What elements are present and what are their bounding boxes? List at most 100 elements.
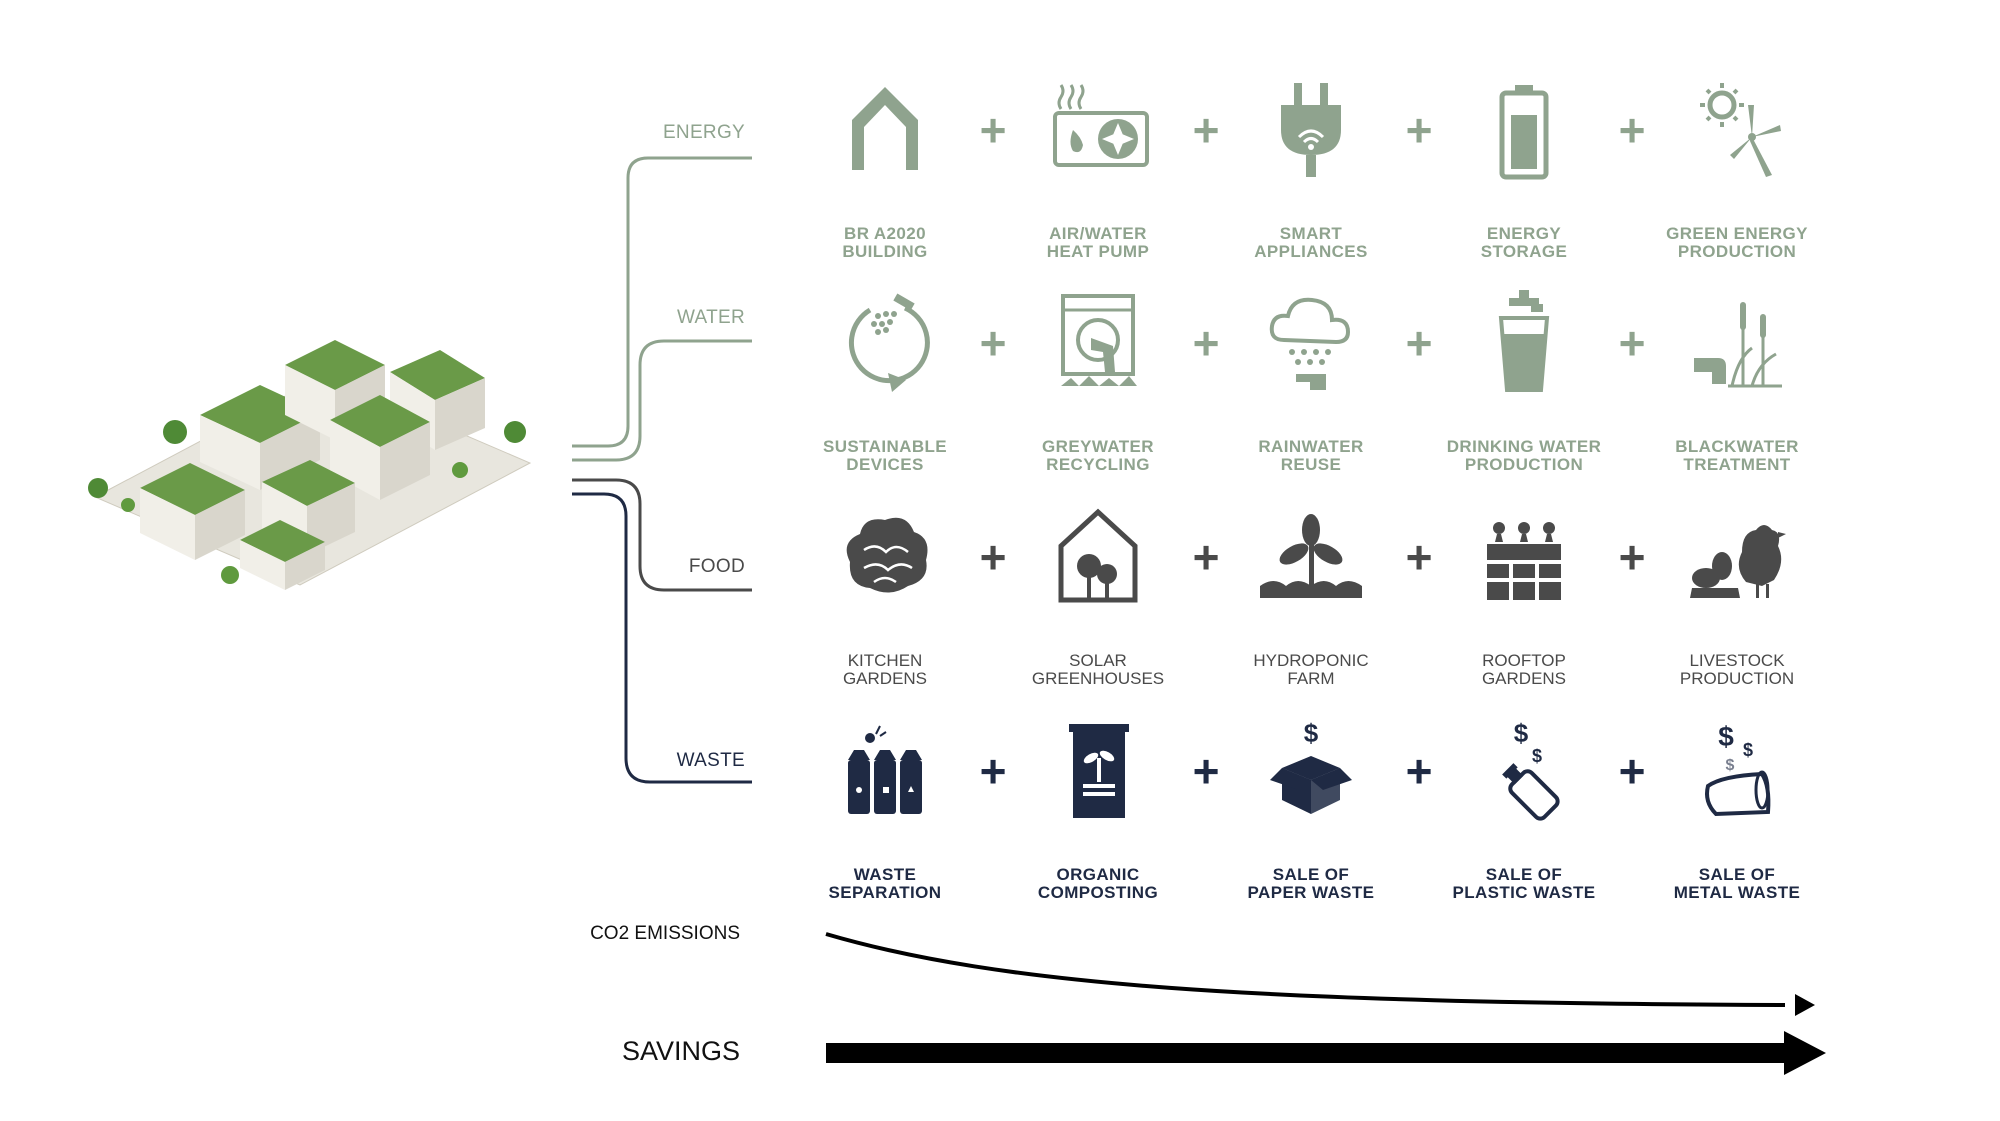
item-caption: SALE OF PLASTIC WASTE xyxy=(1452,865,1596,902)
co2-emissions-label: CO2 EMISSIONS xyxy=(590,923,740,944)
item-energy-2: SMART APPLIANCES xyxy=(1191,75,1431,261)
building-block xyxy=(262,460,355,555)
plus-icon: + xyxy=(979,104,1007,156)
item-water-1: GREYWATER RECYCLING xyxy=(978,288,1218,474)
category-label-waste: WASTE xyxy=(676,750,745,771)
metal-can-icon: $ $ $ xyxy=(1617,716,1857,826)
item-caption: SOLAR GREENHOUSES xyxy=(1031,651,1165,688)
greenhouse-icon xyxy=(978,502,1218,612)
item-caption: HYDROPONIC FARM xyxy=(1253,651,1369,688)
item-caption: ENERGY STORAGE xyxy=(1480,224,1568,261)
plus-icon: + xyxy=(979,745,1007,797)
item-waste-0: WASTE SEPARATION xyxy=(765,716,1005,902)
cardboard-box-icon: $ xyxy=(1191,716,1431,826)
connector-food xyxy=(572,478,752,592)
plus-icon: + xyxy=(1192,317,1220,369)
item-energy-1: AIR/WATER HEAT PUMP xyxy=(978,75,1218,261)
item-waste-2: $ SALE OF PAPER WASTE xyxy=(1191,716,1431,902)
item-water-4: BLACKWATER TREATMENT xyxy=(1617,288,1857,474)
connector-energy xyxy=(572,156,752,448)
water-glass-tap-icon xyxy=(1404,288,1644,398)
item-food-3: ROOFTOP GARDENS xyxy=(1404,502,1644,688)
building-block xyxy=(330,395,430,500)
plus-icon: + xyxy=(1618,104,1646,156)
item-caption: GREYWATER RECYCLING xyxy=(1042,437,1154,474)
plus-icon: + xyxy=(979,531,1007,583)
category-label-food: FOOD xyxy=(688,556,745,577)
compost-bin-icon xyxy=(978,716,1218,826)
plus-icon: + xyxy=(1618,317,1646,369)
item-energy-4: GREEN ENERGY PRODUCTION xyxy=(1617,75,1857,261)
rooftop-planters-icon xyxy=(1404,502,1644,612)
plus-icon: + xyxy=(1405,531,1433,583)
washing-machine-icon xyxy=(978,288,1218,398)
hen-plants-icon xyxy=(1617,502,1857,612)
plus-icon: + xyxy=(1192,745,1220,797)
item-waste-1: ORGANIC COMPOSTING xyxy=(978,716,1218,902)
plus-icon: + xyxy=(1618,745,1646,797)
plus-icon: + xyxy=(1192,104,1220,156)
item-caption: ORGANIC COMPOSTING xyxy=(1037,865,1159,902)
svg-text:$: $ xyxy=(1718,721,1734,752)
plant-water-icon xyxy=(1191,502,1431,612)
item-food-2: HYDROPONIC FARM xyxy=(1191,502,1431,688)
isometric-green-roof-neighborhood-icon xyxy=(88,340,532,590)
item-caption: SUSTAINABLE DEVICES xyxy=(822,437,948,474)
co2-curve-arrow xyxy=(825,932,1815,1016)
sun-wind-turbine-icon xyxy=(1617,75,1857,185)
item-caption: SALE OF METAL WASTE xyxy=(1673,865,1801,902)
savings-label: SAVINGS xyxy=(621,1036,740,1066)
plus-icon: + xyxy=(1405,317,1433,369)
item-caption: SALE OF PAPER WASTE xyxy=(1247,865,1375,902)
heat-pump-icon xyxy=(978,75,1218,185)
shower-recycle-icon xyxy=(765,288,1005,398)
item-caption: LIVESTOCK PRODUCTION xyxy=(1679,651,1795,688)
battery-icon xyxy=(1404,75,1644,185)
plus-icon: + xyxy=(1192,531,1220,583)
svg-text:$: $ xyxy=(1743,740,1753,760)
item-water-0: SUSTAINABLE DEVICES xyxy=(765,288,1005,474)
building-block xyxy=(140,463,245,560)
connector-water xyxy=(572,339,752,462)
plastic-bottle-icon: $$ xyxy=(1404,716,1644,826)
plus-icon: + xyxy=(979,317,1007,369)
plus-icon: + xyxy=(1618,531,1646,583)
item-water-2: RAINWATER REUSE xyxy=(1191,288,1431,474)
item-caption: KITCHEN GARDENS xyxy=(842,651,928,688)
item-caption: GREEN ENERGY PRODUCTION xyxy=(1666,224,1808,261)
item-caption: DRINKING WATER PRODUCTION xyxy=(1446,437,1602,474)
item-caption: SMART APPLIANCES xyxy=(1254,224,1368,261)
plus-icon: + xyxy=(1405,104,1433,156)
item-food-4: LIVESTOCK PRODUCTION xyxy=(1617,502,1857,688)
category-label-energy: ENERGY xyxy=(662,122,745,143)
svg-text:$: $ xyxy=(1532,746,1542,766)
item-caption: BR A2020 BUILDING xyxy=(842,224,928,261)
item-caption: AIR/WATER HEAT PUMP xyxy=(1046,224,1150,261)
connector-lines xyxy=(572,156,752,784)
item-water-3: DRINKING WATER PRODUCTION xyxy=(1404,288,1644,474)
house-icon xyxy=(765,75,1005,185)
connector-waste xyxy=(572,492,752,784)
item-waste-4: $ $ $ SALE OF METAL WASTE xyxy=(1617,716,1857,902)
item-energy-3: ENERGY STORAGE xyxy=(1404,75,1644,261)
category-label-water: WATER xyxy=(677,307,745,328)
item-energy-0: BR A2020 BUILDING xyxy=(765,75,1005,261)
item-food-1: SOLAR GREENHOUSES xyxy=(978,502,1218,688)
building-block xyxy=(240,520,325,590)
svg-text:$: $ xyxy=(1304,718,1319,748)
smart-plug-icon xyxy=(1191,75,1431,185)
item-food-0: KITCHEN GARDENS xyxy=(765,502,1005,688)
svg-text:$: $ xyxy=(1726,757,1735,774)
item-waste-3: $$ SALE OF PLASTIC WASTE xyxy=(1404,716,1644,902)
item-caption: RAINWATER REUSE xyxy=(1258,437,1364,474)
item-caption: WASTE SEPARATION xyxy=(828,865,942,902)
waste-bins-icon xyxy=(765,716,1005,826)
rain-cloud-icon xyxy=(1191,288,1431,398)
item-caption: BLACKWATER TREATMENT xyxy=(1675,437,1799,474)
savings-arrow xyxy=(826,1031,1826,1075)
plus-icon: + xyxy=(1405,745,1433,797)
reeds-pipe-icon xyxy=(1617,288,1857,398)
svg-text:$: $ xyxy=(1514,718,1529,748)
item-caption: ROOFTOP GARDENS xyxy=(1481,651,1567,688)
